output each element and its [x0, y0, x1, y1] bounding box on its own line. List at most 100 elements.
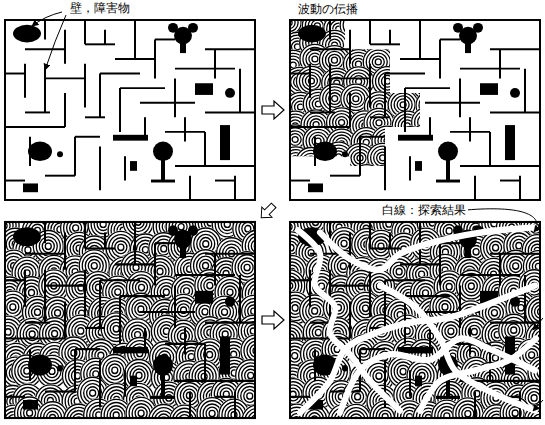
maze-wall: [439, 39, 441, 78]
maze-wall: [165, 343, 205, 345]
wave-ring: [78, 328, 84, 334]
wave-ring: [325, 51, 343, 69]
wave-ring: [235, 255, 255, 280]
maze-wall: [85, 43, 115, 45]
maze-wall: [44, 222, 46, 243]
wave-ring: [157, 268, 163, 274]
maze-wall: [359, 137, 361, 176]
wave-ring: [476, 50, 500, 73]
wave-ring: [430, 52, 460, 81]
wave-ring: [113, 326, 119, 332]
wave-ring: [516, 62, 522, 68]
maze-wall: [85, 327, 105, 329]
maze-wall: [119, 88, 121, 132]
wave-ring: [531, 96, 543, 108]
wave-ring: [115, 241, 127, 254]
maze-wall: [119, 296, 121, 344]
wave-ring: [188, 354, 194, 360]
wave-ring: [368, 143, 398, 172]
wave-ring: [5, 326, 14, 339]
wave-ground: [343, 186, 375, 217]
wave-ring: [248, 372, 254, 378]
wave-ring: [411, 30, 435, 53]
maze-wall: [490, 48, 540, 50]
maze-wall: [309, 64, 311, 98]
wave-ring: [510, 26, 516, 32]
wave-ring: [332, 185, 356, 208]
wave-ring: [508, 41, 520, 53]
maze-wall: [400, 58, 440, 60]
wave-ring: [451, 90, 481, 119]
maze-wall: [175, 165, 255, 167]
wave-ground: [410, 145, 442, 176]
wave-ring: [463, 172, 481, 190]
maze-panel: [0, 205, 273, 425]
wave-ground: [522, 129, 545, 160]
wave-ring: [293, 158, 299, 164]
wave-ring: [425, 177, 437, 189]
wave-ring: [381, 16, 393, 28]
wave-ring: [138, 410, 144, 416]
wave-ring: [423, 26, 429, 32]
wave-ring: [415, 111, 439, 134]
maze-wall: [239, 69, 241, 113]
wave-ring: [34, 309, 40, 315]
wave-ring: [203, 263, 209, 269]
wave-ring: [523, 36, 545, 59]
maze-wall: [25, 253, 65, 255]
maze-wall: [5, 73, 25, 75]
wave-ring: [453, 131, 483, 160]
wave-ring: [528, 93, 545, 111]
maze-wall: [100, 73, 140, 75]
wave-ring: [163, 289, 169, 295]
panel-ground: [290, 222, 540, 418]
wave-ring: [462, 108, 486, 131]
wave-ring: [402, 193, 408, 199]
wave-ring: [373, 187, 391, 205]
maze-wall: [184, 328, 186, 354]
maze-wall: [165, 131, 205, 133]
wave-ring: [331, 57, 337, 63]
maze-wall: [84, 270, 86, 318]
maze-wall: [370, 43, 400, 45]
wave-ring: [439, 89, 469, 118]
wave-ring: [338, 191, 350, 203]
wave-ring: [459, 273, 483, 298]
wave-ring: [459, 137, 477, 155]
wave-ring: [462, 16, 474, 28]
wave-ring: [485, 59, 491, 65]
maze-wall: [25, 48, 65, 50]
wave-ring: [479, 124, 509, 153]
wave-ring: [395, 127, 425, 156]
maze-wall: [104, 30, 106, 45]
wave-ring: [448, 328, 454, 334]
wave-ring: [245, 226, 251, 232]
maze-wall: [189, 392, 191, 418]
wave-ring: [499, 32, 529, 61]
wave-ring: [507, 53, 531, 76]
wave-ring: [492, 96, 504, 108]
wave-ground: [452, 130, 484, 161]
wave-ring: [442, 304, 448, 310]
wave-ring: [109, 364, 121, 377]
maze-wall: [524, 69, 526, 113]
wave-ring: [529, 54, 545, 72]
wave-ring: [416, 91, 446, 120]
wave-ring: [103, 358, 127, 383]
wave-ring: [446, 228, 452, 234]
wave-ring: [532, 78, 544, 90]
wave-ring: [528, 152, 545, 175]
wave-ring: [362, 305, 368, 311]
panel-border: [5, 20, 255, 200]
wave-ring: [448, 194, 454, 200]
wave-ring: [466, 175, 478, 187]
wave-ring: [463, 79, 481, 97]
maze-wall: [215, 396, 235, 398]
maze-wall: [384, 146, 386, 190]
wave-ring: [473, 146, 503, 175]
wave-ring: [510, 260, 522, 273]
wave-ring: [443, 33, 461, 51]
maze-wall: [44, 64, 46, 113]
wave-ring: [419, 171, 443, 194]
wave-ring: [292, 305, 298, 311]
